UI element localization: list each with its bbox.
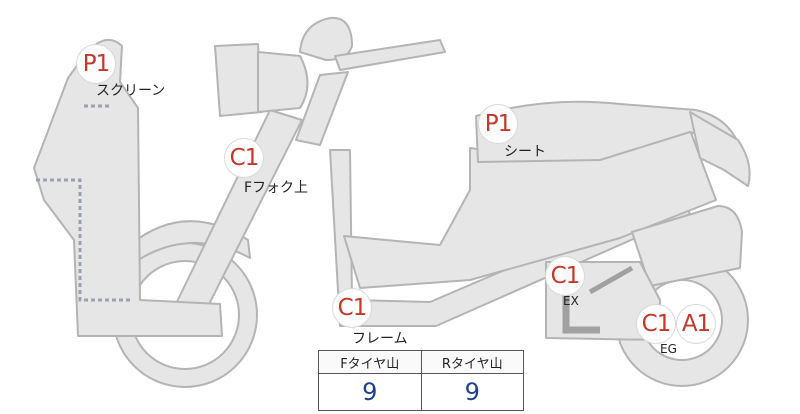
exhaust-pipe-bend bbox=[588, 265, 634, 295]
muffler bbox=[631, 205, 743, 287]
label-fork-upper: Fフォク上 bbox=[244, 180, 309, 196]
badge-engine-2: A1 bbox=[676, 304, 716, 344]
tail bbox=[689, 111, 751, 187]
value-front-tire: 9 bbox=[318, 373, 422, 411]
label-seat: シート bbox=[504, 144, 546, 160]
badge-exhaust: C1 bbox=[545, 256, 585, 296]
badge-frame: C1 bbox=[332, 288, 372, 328]
badge-seat: P1 bbox=[478, 104, 518, 144]
headlight bbox=[257, 51, 309, 113]
tire-tread-table: Fタイヤ山 Rタイヤ山 9 9 bbox=[318, 350, 524, 411]
headlight-housing bbox=[214, 43, 263, 117]
header-rear-tire: Rタイヤ山 bbox=[420, 350, 524, 374]
value-rear-tire: 9 bbox=[420, 373, 524, 411]
badge-screen: P1 bbox=[76, 44, 116, 84]
cowl-panel-line-2 bbox=[36, 178, 132, 302]
badge-engine-1: C1 bbox=[636, 304, 676, 344]
handlebar-stem bbox=[295, 71, 349, 146]
badge-fork-upper: C1 bbox=[224, 138, 264, 178]
label-engine: EG bbox=[660, 342, 677, 356]
label-exhaust: EX bbox=[563, 294, 579, 308]
header-front-tire: Fタイヤ山 bbox=[318, 350, 422, 374]
handlebar bbox=[334, 39, 446, 71]
label-frame: フレーム bbox=[352, 331, 408, 347]
label-screen: スクリーン bbox=[96, 83, 166, 99]
